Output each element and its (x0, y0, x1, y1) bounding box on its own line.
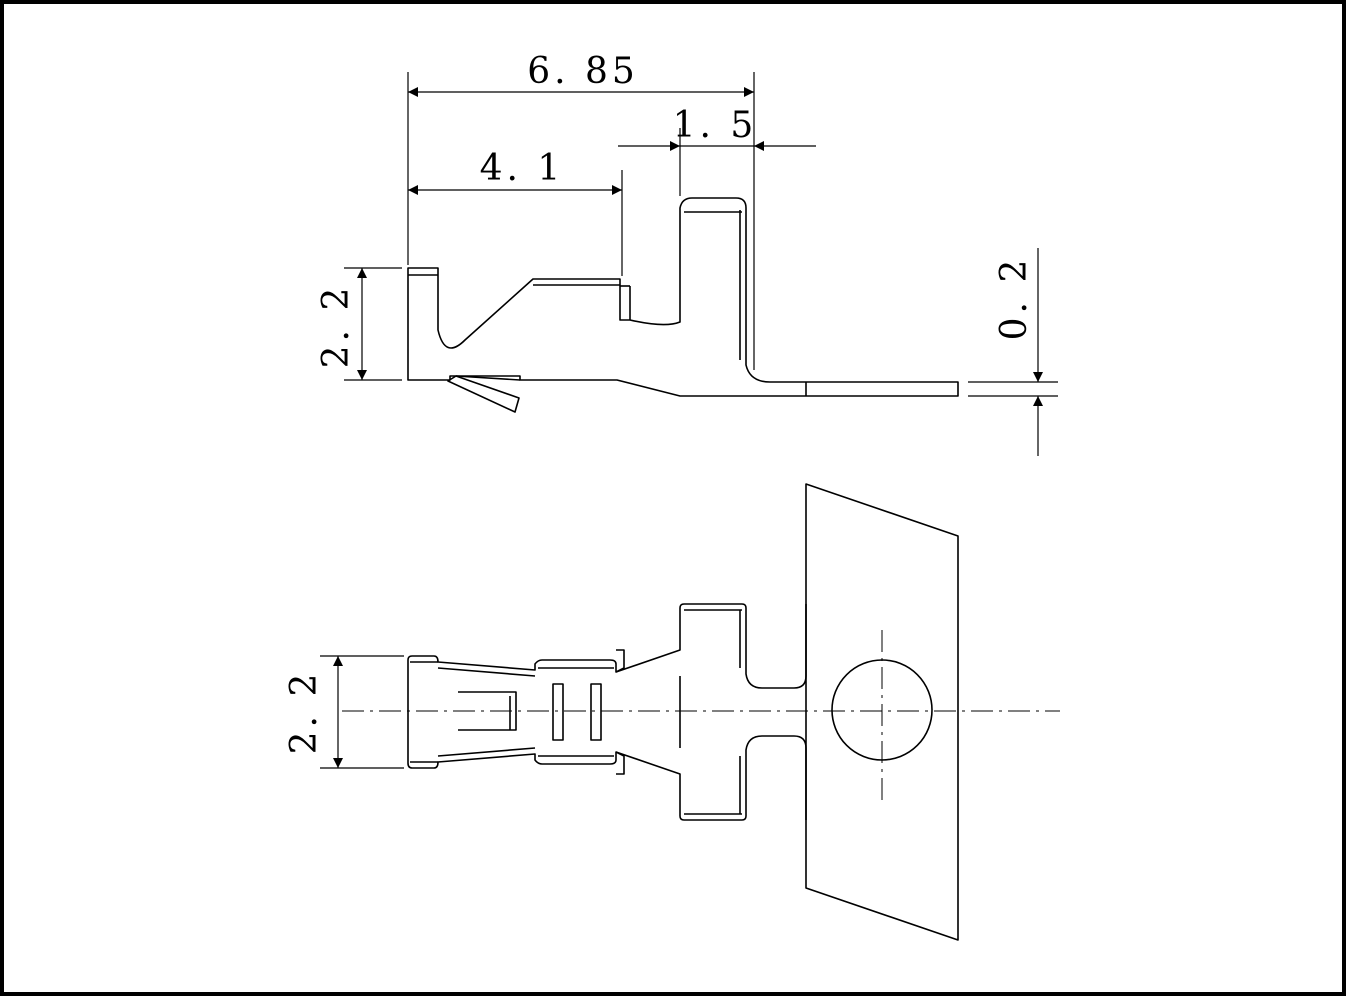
thickness-label: 0. 2 (994, 256, 1035, 341)
top-view (407, 483, 959, 941)
side-view-dimensions (344, 72, 1058, 456)
overall-length-label: 6. 85 (527, 51, 639, 92)
contact-width-label: 1. 5 (673, 105, 758, 146)
top-view-dimensions (320, 655, 404, 769)
top-view-centerlines (342, 630, 1060, 800)
side-view (407, 197, 959, 413)
side-height-label: 2. 2 (316, 284, 357, 369)
crimp-length-label: 4. 1 (480, 148, 565, 189)
top-view-width-label: 2. 2 (284, 670, 325, 755)
